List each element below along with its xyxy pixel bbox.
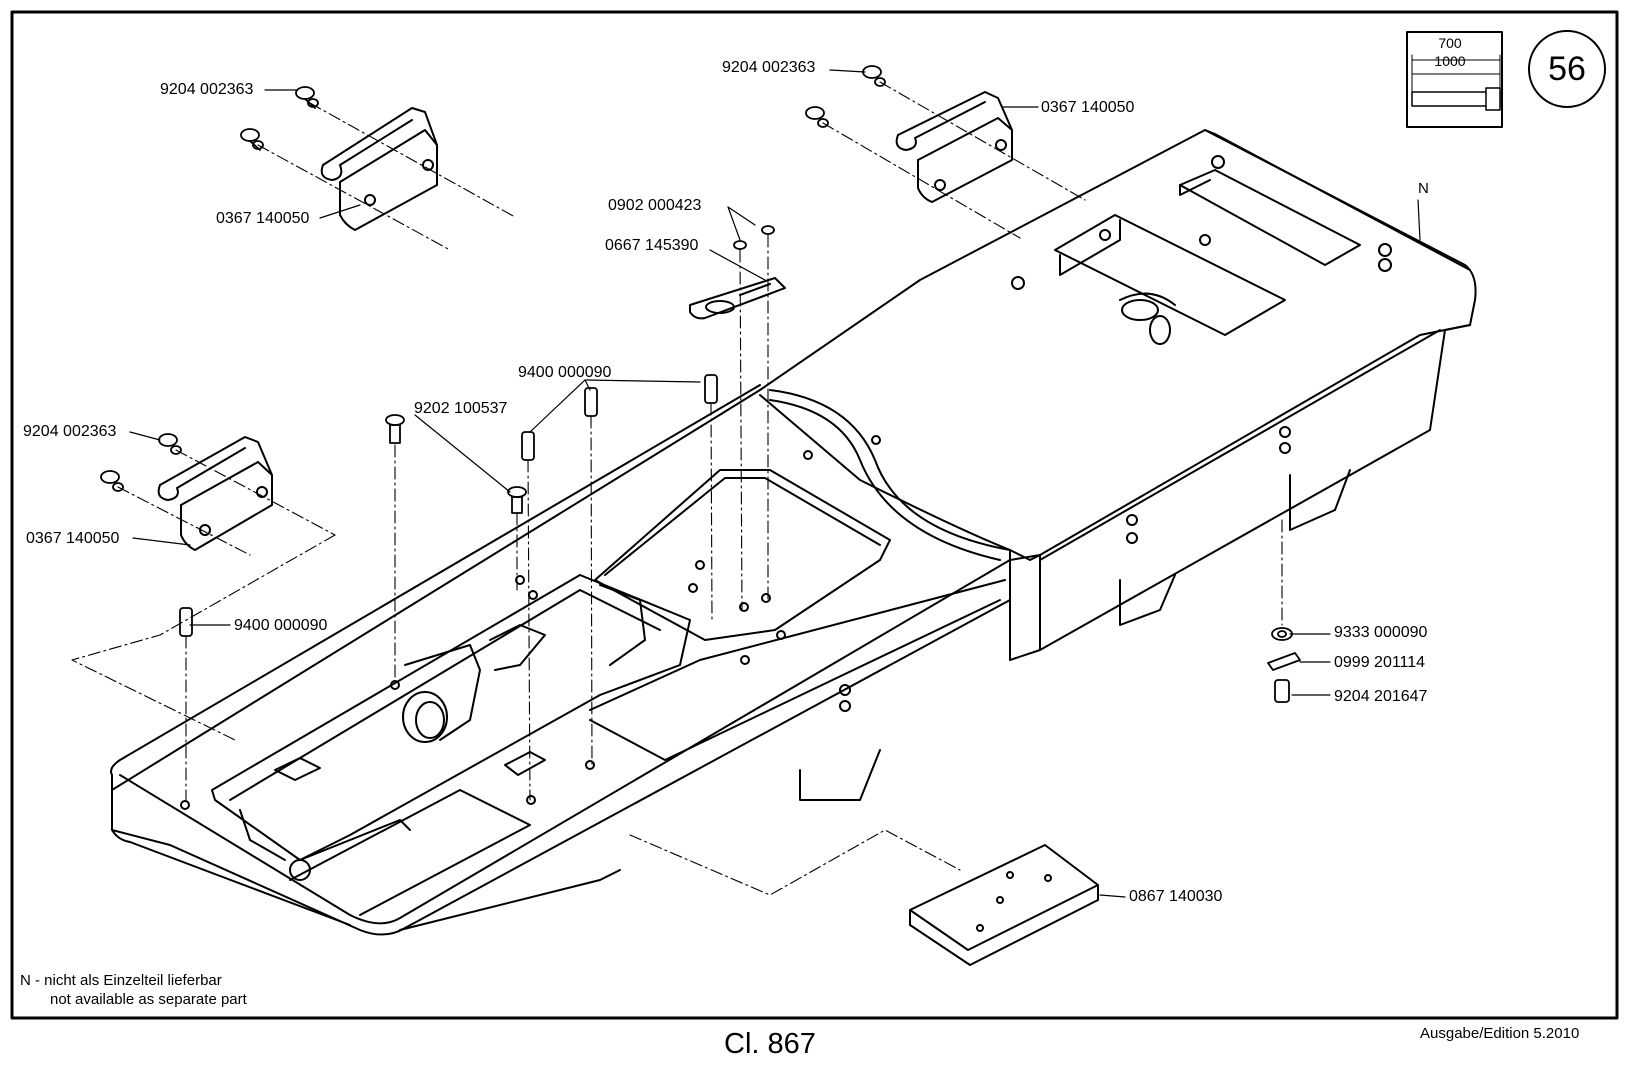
label-n-marker: N [1418, 180, 1429, 198]
note-line-1: N - nicht als Einzelteil lieferbar [20, 971, 222, 990]
edition-label: Ausgabe/Edition 5.2010 [1420, 1025, 1579, 1042]
base-plate [111, 130, 1476, 935]
note-line-2: not available as separate part [50, 990, 247, 1009]
label-set-screws-group: 9400 000090 [518, 364, 611, 382]
label-set-screw-left: 9400 000090 [234, 617, 327, 635]
bottom-plate [910, 845, 1098, 965]
label-spring-plate: 0667 145390 [605, 237, 698, 255]
label-clip: 0999 201114 [1334, 654, 1425, 672]
drawing-frame [12, 12, 1617, 1018]
label-screw-small: 0902 000423 [608, 197, 701, 215]
class-label: Cl. 867 [724, 1028, 816, 1061]
hinge-top-right [897, 92, 1012, 202]
page-number-badge: 56 [1528, 30, 1606, 108]
dimension-lower: 1000 [1420, 54, 1480, 68]
label-screw-top-left: 9204 002363 [160, 81, 253, 99]
label-cap-screw: 9204 201647 [1334, 688, 1427, 706]
spring-plate [690, 278, 785, 318]
label-hinge-top-left: 0367 140050 [216, 210, 309, 228]
label-hinge-top-right: 0367 140050 [1041, 99, 1134, 117]
dimension-upper: 700 [1420, 36, 1480, 50]
label-countersunk-screw: 9202 100537 [414, 400, 507, 418]
label-screw-mid-left: 9204 002363 [23, 423, 116, 441]
label-bottom-plate: 0867 140030 [1129, 888, 1222, 906]
label-hinge-mid-left: 0367 140050 [26, 530, 119, 548]
label-screw-top-right: 9204 002363 [722, 59, 815, 77]
label-washer: 9333 000090 [1334, 624, 1427, 642]
